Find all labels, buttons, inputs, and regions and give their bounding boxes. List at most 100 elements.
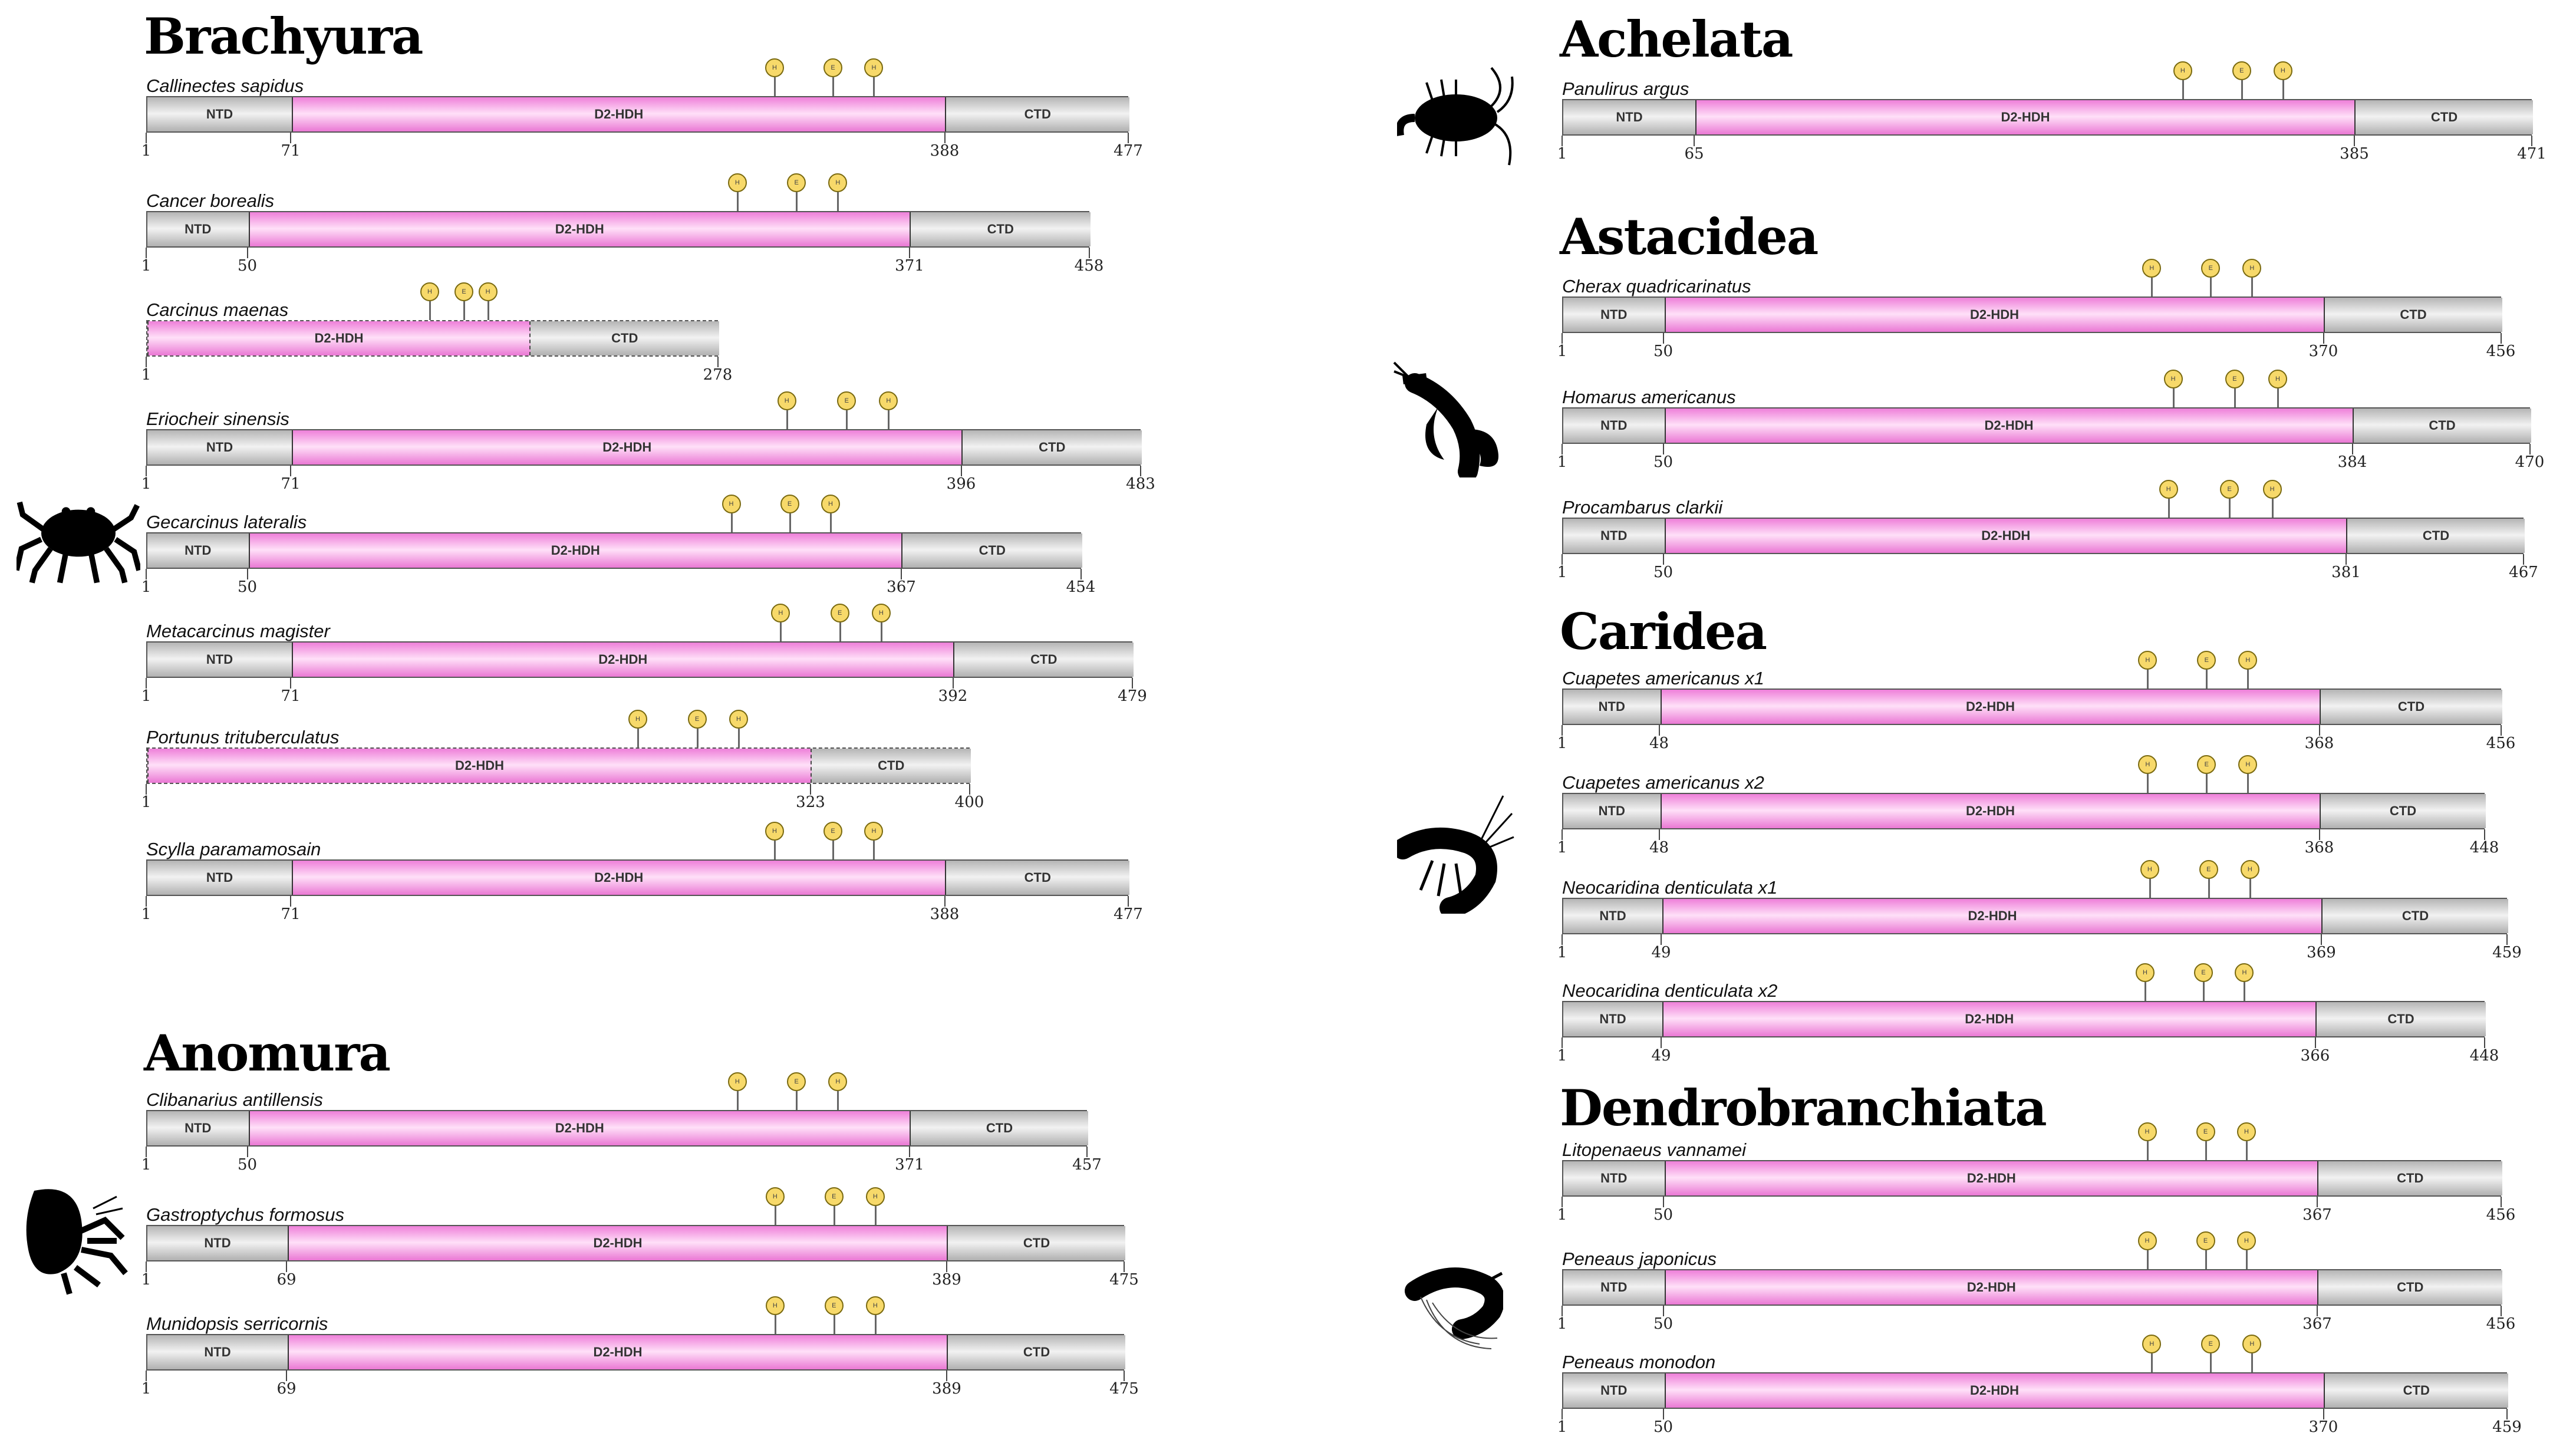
- binding-site-e-icon: E: [823, 822, 843, 841]
- position-tick: [1128, 896, 1129, 907]
- ntd-domain: NTD: [147, 1111, 249, 1145]
- position-tick: [1124, 1261, 1125, 1272]
- binding-site-h-icon: H: [2242, 259, 2262, 278]
- ntd-domain: NTD: [1563, 409, 1665, 443]
- position-tick: [2500, 1306, 2502, 1316]
- species-label: Peneaus japonicus: [1562, 1249, 1717, 1269]
- position-number: 370: [2308, 342, 2338, 360]
- binding-site-stem: [846, 410, 848, 429]
- group-title-dendrobranchiata: Dendrobranchiata: [1560, 1079, 2047, 1137]
- position-number: 470: [2515, 453, 2545, 471]
- position-number: 50: [1653, 453, 1674, 471]
- position-number: 1: [1557, 564, 1567, 581]
- binding-site-h-icon: H: [864, 822, 884, 841]
- position-tick: [2321, 934, 2322, 945]
- position-tick: [944, 133, 946, 143]
- position-tick: [2317, 1197, 2318, 1207]
- ntd-domain: NTD: [147, 430, 292, 465]
- position-number: 48: [1649, 839, 1669, 857]
- position-number: 71: [281, 687, 301, 705]
- species-label: Cherax quadricarinatus: [1562, 276, 1751, 297]
- ctd-domain: CTD: [2324, 298, 2502, 332]
- position-tick: [146, 133, 147, 143]
- position-number: 483: [1126, 475, 1155, 493]
- species-label: Panulirus argus: [1562, 78, 1689, 99]
- position-tick: [1140, 466, 1141, 476]
- binding-site-h-icon: H: [2173, 61, 2192, 80]
- position-number: 368: [2304, 839, 2334, 857]
- position-tick: [290, 466, 291, 476]
- species-label: Neocaridina denticulata x2: [1562, 980, 1778, 1001]
- position-number: 1: [1557, 1315, 1567, 1333]
- binding-site-stem: [2245, 1250, 2248, 1269]
- binding-site-e-icon: E: [830, 604, 849, 622]
- position-number: 50: [1653, 1315, 1674, 1333]
- position-tick: [1662, 444, 1664, 454]
- binding-site-stem: [2210, 278, 2212, 297]
- binding-site-stem: [2144, 982, 2147, 1001]
- binding-site-stem: [774, 841, 776, 859]
- position-tick: [1124, 1371, 1125, 1381]
- d2-hdh-domain: D2-HDH: [288, 1226, 948, 1260]
- binding-site-h-icon: H: [2159, 480, 2178, 499]
- ntd-domain: NTD: [1563, 1270, 1665, 1305]
- species-label: Metacarcinus magister: [146, 621, 330, 641]
- binding-site-stem: [2205, 1141, 2207, 1160]
- position-number: 1: [141, 257, 151, 275]
- binding-site-stem: [2241, 80, 2243, 99]
- position-tick: [810, 784, 811, 795]
- ntd-domain: NTD: [1563, 100, 1695, 134]
- ctd-domain: CTD: [2347, 519, 2525, 553]
- position-tick: [909, 248, 910, 258]
- position-number: 467: [2509, 564, 2538, 581]
- binding-site-h-icon: H: [2163, 370, 2183, 388]
- spiny-lobster-silhouette-icon: [1395, 65, 1515, 171]
- position-tick: [1562, 1409, 1563, 1419]
- binding-site-h-icon: H: [729, 710, 749, 729]
- position-tick: [969, 784, 970, 795]
- position-number: 456: [2486, 342, 2516, 360]
- position-number: 50: [1653, 564, 1674, 581]
- position-number: 367: [2302, 1315, 2332, 1333]
- position-tick: [2500, 725, 2502, 736]
- binding-site-stem: [2245, 1141, 2248, 1160]
- group-title-anomura: Anomura: [144, 1024, 391, 1082]
- position-number: 1: [1557, 839, 1567, 857]
- binding-site-e-icon: E: [687, 710, 707, 729]
- binding-site-h-icon: H: [871, 604, 891, 622]
- ntd-domain: NTD: [1563, 1002, 1662, 1036]
- d2-hdh-domain: D2-HDH: [147, 321, 531, 355]
- position-tick: [246, 1147, 248, 1157]
- position-tick: [1694, 136, 1695, 146]
- binding-site-stem: [2167, 499, 2170, 518]
- position-tick: [717, 357, 719, 367]
- binding-site-stem: [2210, 1353, 2212, 1372]
- position-tick: [1662, 554, 1664, 565]
- position-tick: [2323, 333, 2324, 344]
- position-number: 389: [932, 1271, 961, 1289]
- position-number: 71: [281, 475, 301, 493]
- group-title-brachyura: Brachyura: [144, 7, 423, 65]
- d2-hdh-domain: D2-HDH: [292, 861, 946, 895]
- binding-site-h-icon: H: [2235, 963, 2254, 982]
- position-tick: [1662, 333, 1664, 344]
- binding-site-stem: [463, 301, 466, 320]
- ctd-domain: CTD: [2324, 1373, 2508, 1408]
- binding-site-stem: [789, 513, 791, 532]
- position-tick: [146, 1261, 147, 1272]
- ntd-domain: NTD: [147, 1226, 288, 1260]
- position-tick: [1086, 1147, 1088, 1157]
- position-number: 69: [276, 1380, 297, 1398]
- position-tick: [146, 466, 147, 476]
- d2-hdh-domain: D2-HDH: [1664, 1373, 2325, 1408]
- binding-site-h-icon: H: [865, 1187, 885, 1206]
- position-number: 385: [2340, 145, 2369, 163]
- binding-site-h-icon: H: [2138, 651, 2157, 670]
- binding-site-stem: [2146, 1250, 2149, 1269]
- d2-hdh-domain: D2-HDH: [292, 643, 954, 677]
